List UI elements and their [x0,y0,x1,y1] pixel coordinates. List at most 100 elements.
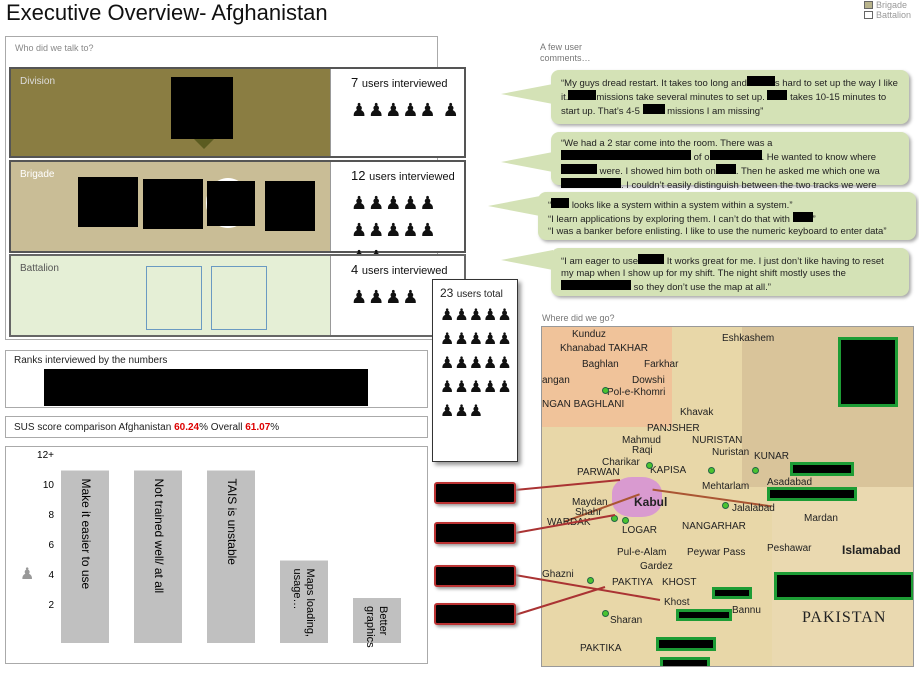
comment-bubble-4: “I am eager to use It works great for me… [501,248,909,296]
comment-fragment: map when I show up for my shift. The nig… [576,268,846,279]
y-tick-label: 6 [48,540,54,551]
redaction [561,280,631,290]
legend-label-brigade: Brigade [875,0,907,10]
count-number: 12 [351,168,366,183]
count-suffix: users interviewed [361,78,448,90]
map-place-label: PAKISTAN [802,609,887,626]
redacted-map-label [660,657,710,666]
map-place-label: Pul-e-Alam [617,547,667,558]
map-place-label: Khost [664,597,690,608]
callout-connectors [514,479,661,616]
insignia-placeholder [146,266,202,330]
interview-count: 12 users interviewed [351,168,455,183]
legend-label-battalion: Battalion [875,10,911,20]
bubble-tail [501,250,553,270]
map-place-label: KAPISA [650,465,687,476]
redacted-map-label [676,609,732,621]
bubble-tail [501,152,553,172]
redacted-callout [434,522,516,544]
map-place-label: Farkhar [644,359,679,370]
y-tick-label: 12+ [37,450,54,461]
comment-fragment: missions I am missing” [667,106,764,117]
connector-line [514,479,621,491]
map-place-label: PARWAN [577,467,620,478]
comment-fragment: looks like a system within a system with… [571,200,793,211]
redacted-callout [434,603,516,625]
map-place-label: NANGARHAR [682,521,746,532]
redacted-ranks [44,369,368,406]
bar [353,598,401,643]
redaction [561,150,691,160]
legend-item-battalion: Battalion [863,10,911,20]
map-place-label: Nuristan [712,447,750,458]
sus-score-panel: SUS score comparison Afghanistan 60.24% … [5,416,428,438]
legend-swatch-battalion [863,11,873,19]
comment-fragment: it. [561,92,569,103]
total-count-suffix: users total [456,289,503,300]
comment-fragment: . I couldn’t [621,180,665,191]
comment-fragment: “I was a banker before enlisting. I like… [548,226,887,237]
redaction [561,178,621,188]
map-place-label: Gardez [640,561,673,572]
redacted-map-label [767,487,857,501]
comment-bubble-3: “ looks like a system within a system wi… [488,192,916,240]
count-number: 4 [351,262,359,277]
sus-end: % [270,422,280,433]
comment-fragment: takes 10-15 minutes to start [561,92,887,117]
redaction [642,104,665,114]
bar-category-label: Bettergraphics [364,606,389,648]
map-place-label: Shahr [575,507,602,518]
map-place-label: Asadabad [767,477,813,488]
people-icons: ♟♟♟♟♟ ♟♟♟♟♟ ♟♟♟♟♟ ♟♟♟♟♟ ♟♟♟ [440,307,512,420]
map-place-label: Pol-e-Khomri [607,387,666,398]
map-place-label: Dowshi [632,375,665,386]
comment-text: “My guys dread restart. It takes too lon… [561,76,899,118]
interview-count-box: 12 users interviewed ♟♟♟♟♟ ♟♟♟♟♟ ♟♟ [330,162,464,267]
redacted-map-label [656,637,716,651]
redacted-map-label [774,572,913,600]
comment-fragment: “We had a 2 star come into the room. The… [561,138,773,149]
redacted-callout [434,482,516,504]
redaction [568,90,597,100]
map-place-label: Sharan [610,615,643,626]
comment-fragment: s hard to set up the way I like [774,78,898,89]
comment-text: “ looks like a system within a system wi… [548,198,906,238]
y-tick-label: 2 [48,600,54,611]
redaction [638,254,665,264]
map-place-label: NURISTAN [692,435,743,446]
comment-fragment: ” [812,214,816,225]
map-place-label: Charikar [602,457,640,468]
map-place-label: Baghlan [582,359,619,370]
people-icons: ♟♟♟♟ [351,287,420,307]
y-tick-label: 10 [43,480,55,491]
redacted-insignia [171,77,233,139]
map-place-label: PANJSHER [647,423,700,434]
insignia-placeholder [211,266,267,330]
comment-fragment: “I am eager to use [561,256,639,267]
map-place-label: Bannu [732,605,761,616]
comment-text: “I am eager to use It works great for me… [561,254,899,294]
page-title: Executive Overview- Afghanistan [6,0,328,25]
comment-bubble-1: “My guys dread restart. It takes too lon… [501,70,909,124]
interview-count: 4 users interviewed [351,262,447,277]
comment-fragment: missions take several minutes to set up. [596,92,765,103]
sus-overall-score: 61.07 [245,422,271,433]
city-marker [602,610,609,617]
bar-category-label: Not trained well/ at all [152,479,166,594]
map-region-kabul [612,477,662,517]
map-place-label: Maydan [572,497,608,508]
panel-header: Who did we talk to? [15,43,94,53]
y-tick-label: 4 [48,570,54,581]
where-did-we-go-header: Where did we go? [542,313,615,323]
total-users-count: 23 users total [440,286,503,300]
map-place-label: Mehtarlam [702,481,750,492]
ranks-header: Ranks interviewed by the numbers [14,355,168,366]
count-number: 7 [351,75,359,90]
comment-fragment: . He wanted to know where [761,152,877,163]
org-row-label: Brigade [20,169,55,180]
count-suffix: users interviewed [369,171,455,183]
redacted-insignia [143,179,203,229]
who-did-we-talk-to-panel: Who did we talk to? Division 7 users int… [5,36,466,340]
sus-label: SUS score comparison Afghanistan [14,422,175,433]
